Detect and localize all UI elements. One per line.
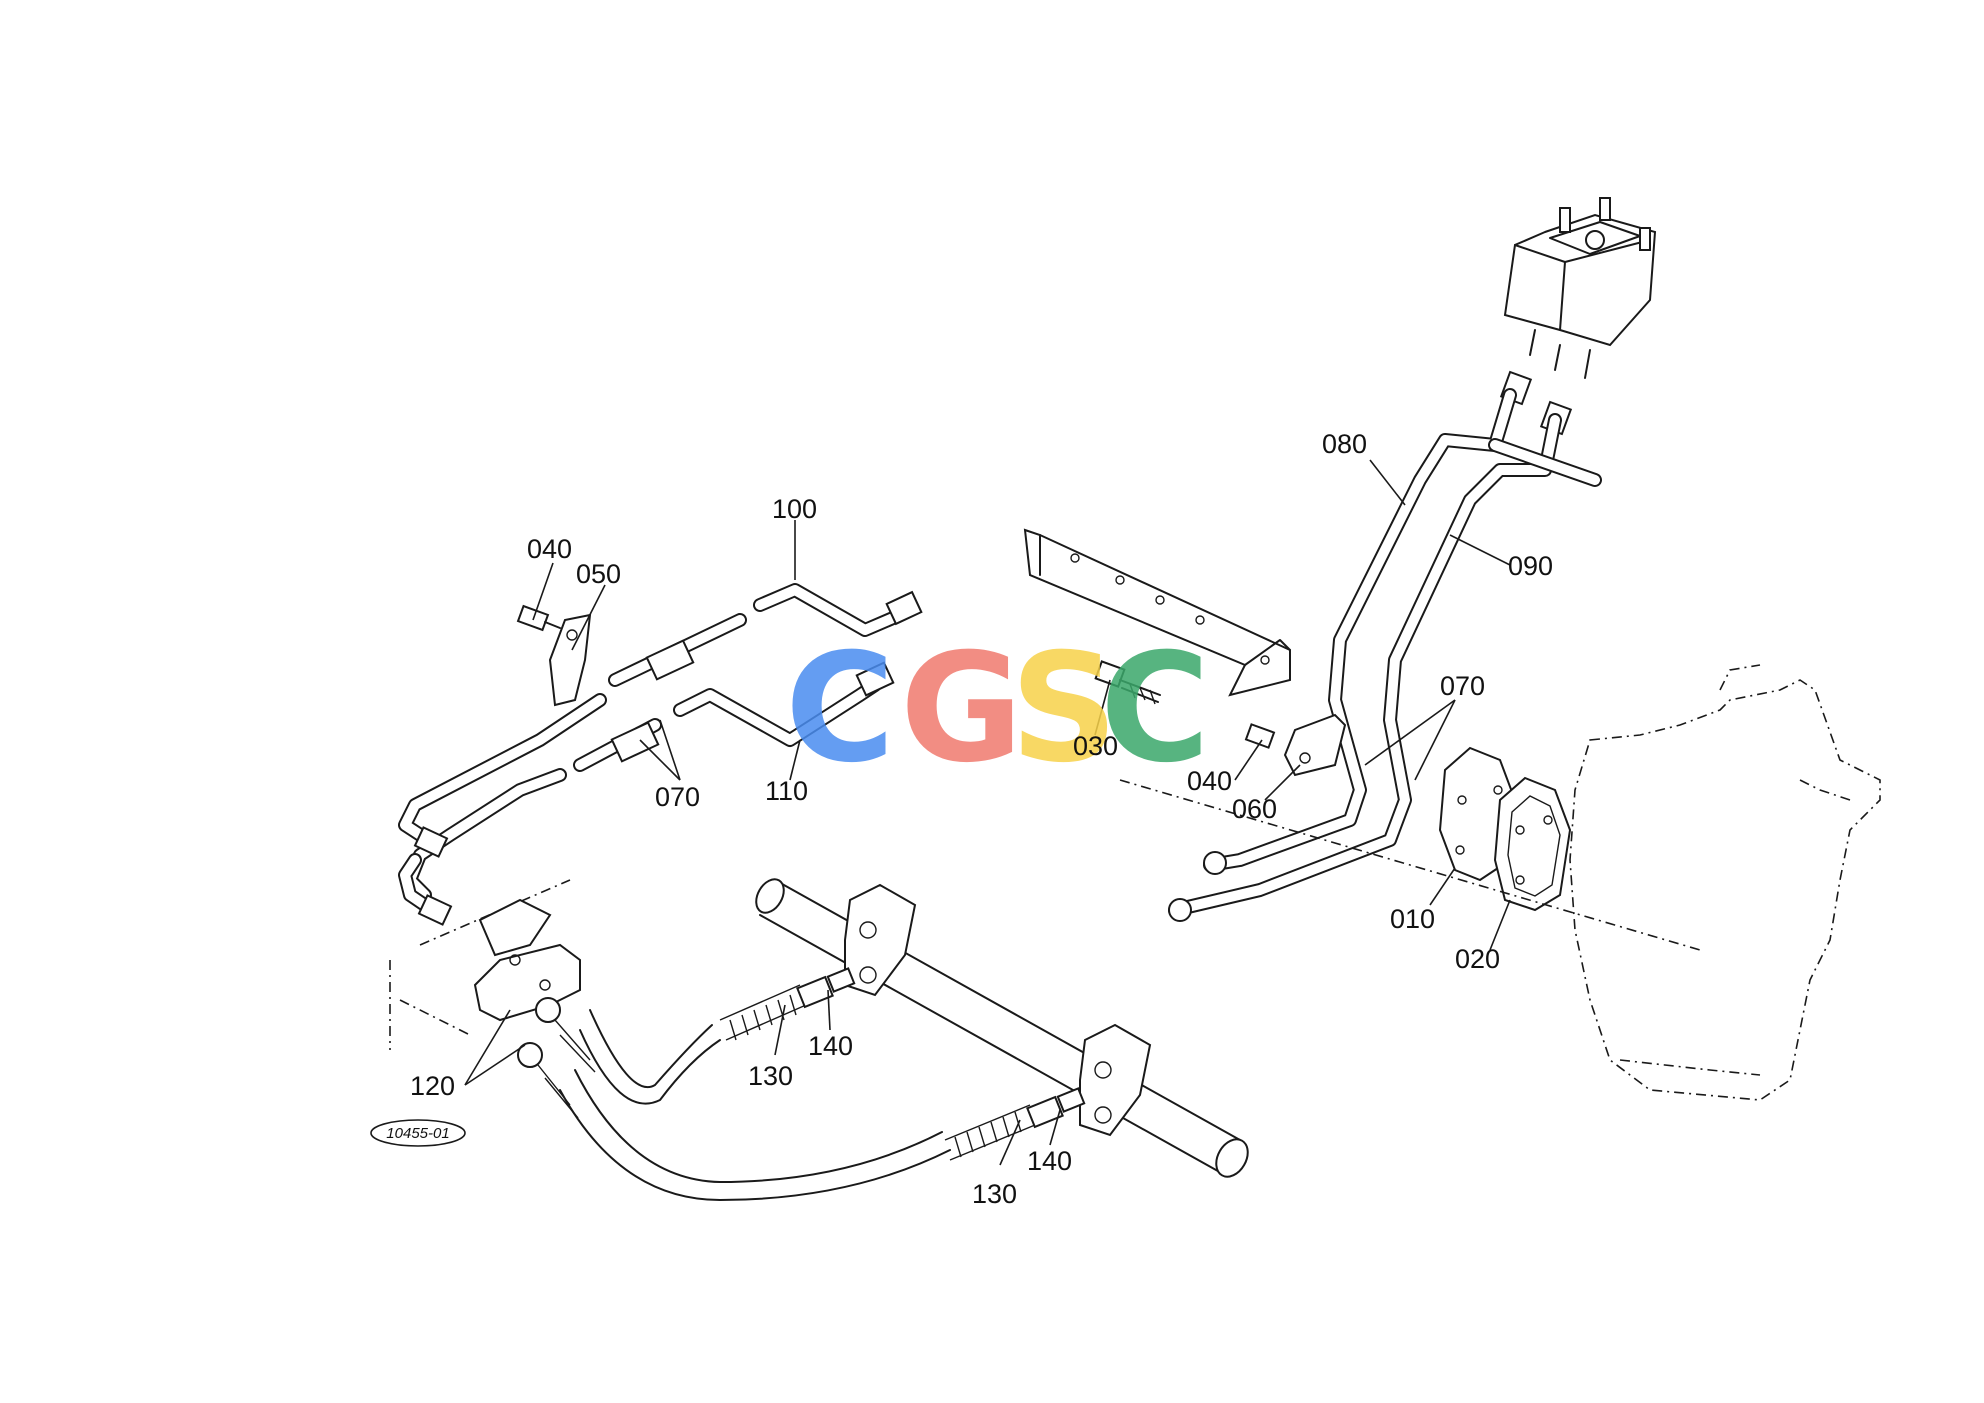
pipe-080-090 (1168, 388, 1602, 922)
callout-130-lower: 130 (972, 1179, 1017, 1209)
watermark-letter-4: C (1100, 622, 1210, 796)
watermark-letter-3: S (1010, 622, 1118, 796)
callout-090: 090 (1508, 551, 1553, 581)
callout-020: 020 (1455, 944, 1500, 974)
callout-110: 110 (765, 776, 808, 806)
callout-140-lower: 140 (1027, 1146, 1072, 1176)
callout-030: 030 (1073, 731, 1118, 761)
watermark-letter-2: G (900, 622, 1023, 796)
callout-100: 100 (772, 494, 817, 524)
pipe-110 (573, 661, 895, 772)
bolt-030 (1094, 660, 1161, 705)
callout-070-left: 070 (655, 782, 700, 812)
front-axle (755, 878, 1249, 1178)
reference-code-oval (370, 1119, 466, 1147)
callout-140-upper: 140 (808, 1031, 853, 1061)
callout-labels: 100 040 050 070 110 030 040 060 070 080 … (410, 429, 1553, 1209)
callout-060: 060 (1232, 794, 1277, 824)
hose-130-lower (559, 1069, 1086, 1201)
clamp-060 (1244, 713, 1347, 777)
clamp-050 (516, 604, 592, 707)
watermark-letter-1: C (785, 622, 895, 796)
callout-120: 120 (410, 1071, 455, 1101)
reference-code: 10455-01 (370, 1119, 466, 1147)
callout-130-upper: 130 (748, 1061, 793, 1091)
transmission-case (1119, 664, 1881, 1101)
callout-040-left: 040 (527, 534, 572, 564)
callout-040-right: 040 (1187, 766, 1232, 796)
callout-080: 080 (1322, 429, 1367, 459)
pipe-100 (608, 583, 923, 687)
gasket-020 (1493, 776, 1572, 912)
callout-010: 010 (1390, 904, 1435, 934)
callout-050: 050 (576, 559, 621, 589)
left-pipes (398, 693, 607, 926)
left-bracket (389, 879, 596, 1119)
leader-lines (464, 459, 1511, 1166)
watermark: C G S C (785, 622, 1210, 796)
frame-bracket (1023, 528, 1291, 697)
control-valve-block (1499, 197, 1657, 436)
reference-code-text: 10455-01 (386, 1125, 449, 1142)
callout-070-right: 070 (1440, 671, 1485, 701)
hose-130-upper (579, 967, 856, 1105)
